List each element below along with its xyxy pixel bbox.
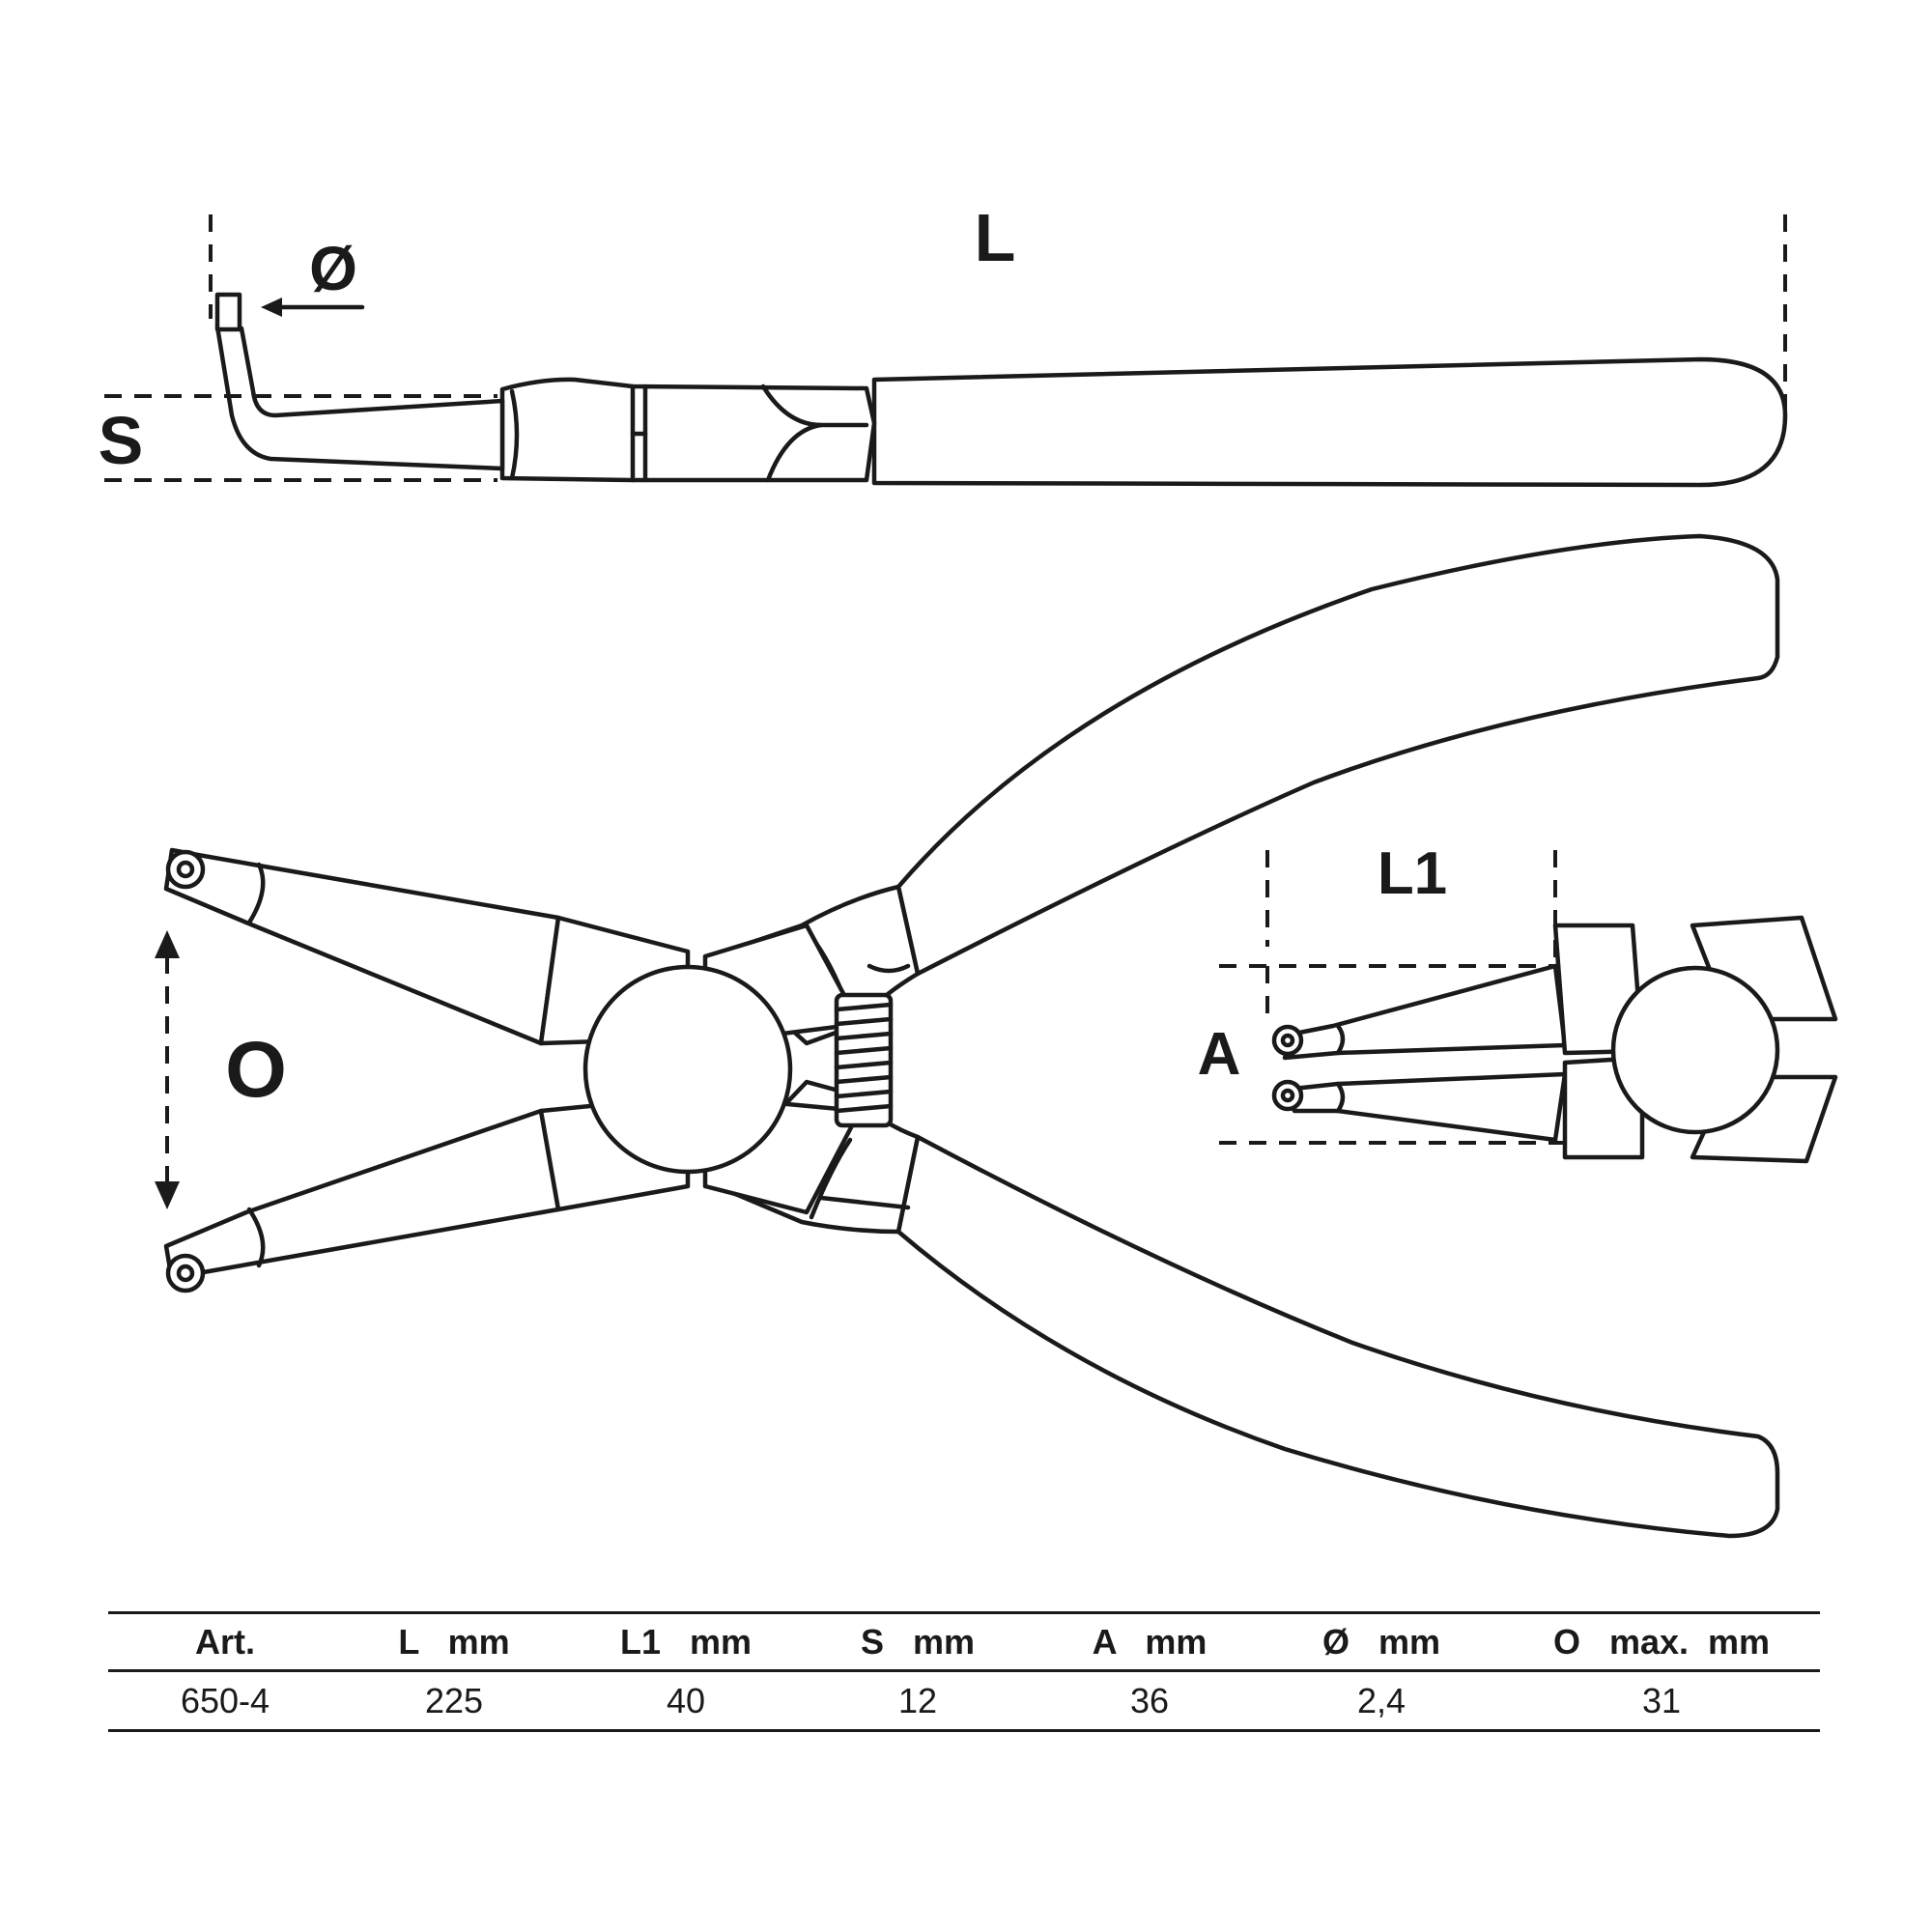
side-view-bent-tip — [214, 324, 505, 471]
lower-tip-center — [176, 1264, 195, 1283]
spec-value-tip-length: 40 — [666, 1681, 706, 1720]
label-tip-spacing-A: A — [1198, 1021, 1241, 1088]
side-view-neck-curve — [509, 388, 520, 481]
inset-upper-tip-arc — [1335, 1023, 1346, 1056]
opening-arrow-down — [155, 1181, 180, 1209]
spec-header-diameter: Ø mm — [1321, 1622, 1441, 1662]
lower-neck-detail — [809, 1137, 853, 1220]
opening-arrow-up — [155, 930, 180, 958]
spec-value-length: 225 — [424, 1681, 484, 1720]
inset-lower-tip-arc — [1335, 1081, 1346, 1114]
label-thickness-S: S — [99, 403, 144, 478]
front-view-pliers — [163, 533, 1780, 1539]
inset-pivot-joint — [1610, 965, 1780, 1135]
upper-jaw-tip-arc — [246, 862, 266, 925]
upper-tip-center — [176, 860, 195, 879]
label-tip-length-L1: L1 — [1378, 840, 1447, 907]
side-view-dimensions: L Ø S — [99, 200, 1787, 482]
lower-handle — [895, 1134, 1780, 1539]
label-length-L: L — [975, 200, 1016, 275]
spec-table-bottom-rule — [108, 1729, 1820, 1732]
lower-jaw-tip-arc — [246, 1207, 266, 1268]
label-diameter: Ø — [309, 234, 357, 303]
inset-lower-tip-center — [1280, 1088, 1295, 1103]
lower-neck-detail — [818, 1195, 911, 1210]
spec-value-thickness: 12 — [897, 1681, 938, 1720]
spec-header-tip-length: L1 mm — [619, 1622, 753, 1662]
inset-upper-tip-center — [1280, 1033, 1295, 1048]
diameter-arrow-head — [261, 298, 282, 317]
spec-value-art: 650-4 — [180, 1681, 270, 1720]
spec-table-mid-rule — [108, 1669, 1820, 1672]
inset-upper-jaw — [1282, 963, 1568, 1061]
upper-handle — [895, 533, 1780, 977]
spec-header-opening: O max. mm — [1552, 1622, 1771, 1662]
lower-jaw — [163, 1108, 561, 1283]
tip-detail-view: L1 A — [1198, 840, 1838, 1164]
spec-value-tip-spacing: 36 — [1129, 1681, 1170, 1720]
spec-value-diameter: 2,4 — [1356, 1681, 1406, 1720]
inset-lower-jaw — [1282, 1071, 1568, 1143]
spec-header-length: L mm — [398, 1622, 510, 1662]
side-view-tip-end — [214, 292, 242, 332]
spec-value-opening: 31 — [1641, 1681, 1682, 1720]
label-opening-O: O — [225, 1026, 287, 1114]
side-view-pliers — [214, 292, 1788, 488]
spec-header-art: Art. — [195, 1622, 255, 1662]
side-view-joint-block — [499, 377, 877, 483]
spec-header-thickness: S mm — [860, 1622, 976, 1662]
spec-header-tip-spacing: A mm — [1092, 1622, 1208, 1662]
pivot-joint — [582, 964, 793, 1175]
spec-table-top-rule — [108, 1611, 1820, 1614]
side-view-handle — [871, 356, 1788, 488]
spring-coils — [834, 1002, 894, 1114]
opening-dimension: O — [155, 930, 287, 1209]
upper-neck-detail — [867, 963, 911, 974]
upper-jaw — [163, 847, 561, 1046]
